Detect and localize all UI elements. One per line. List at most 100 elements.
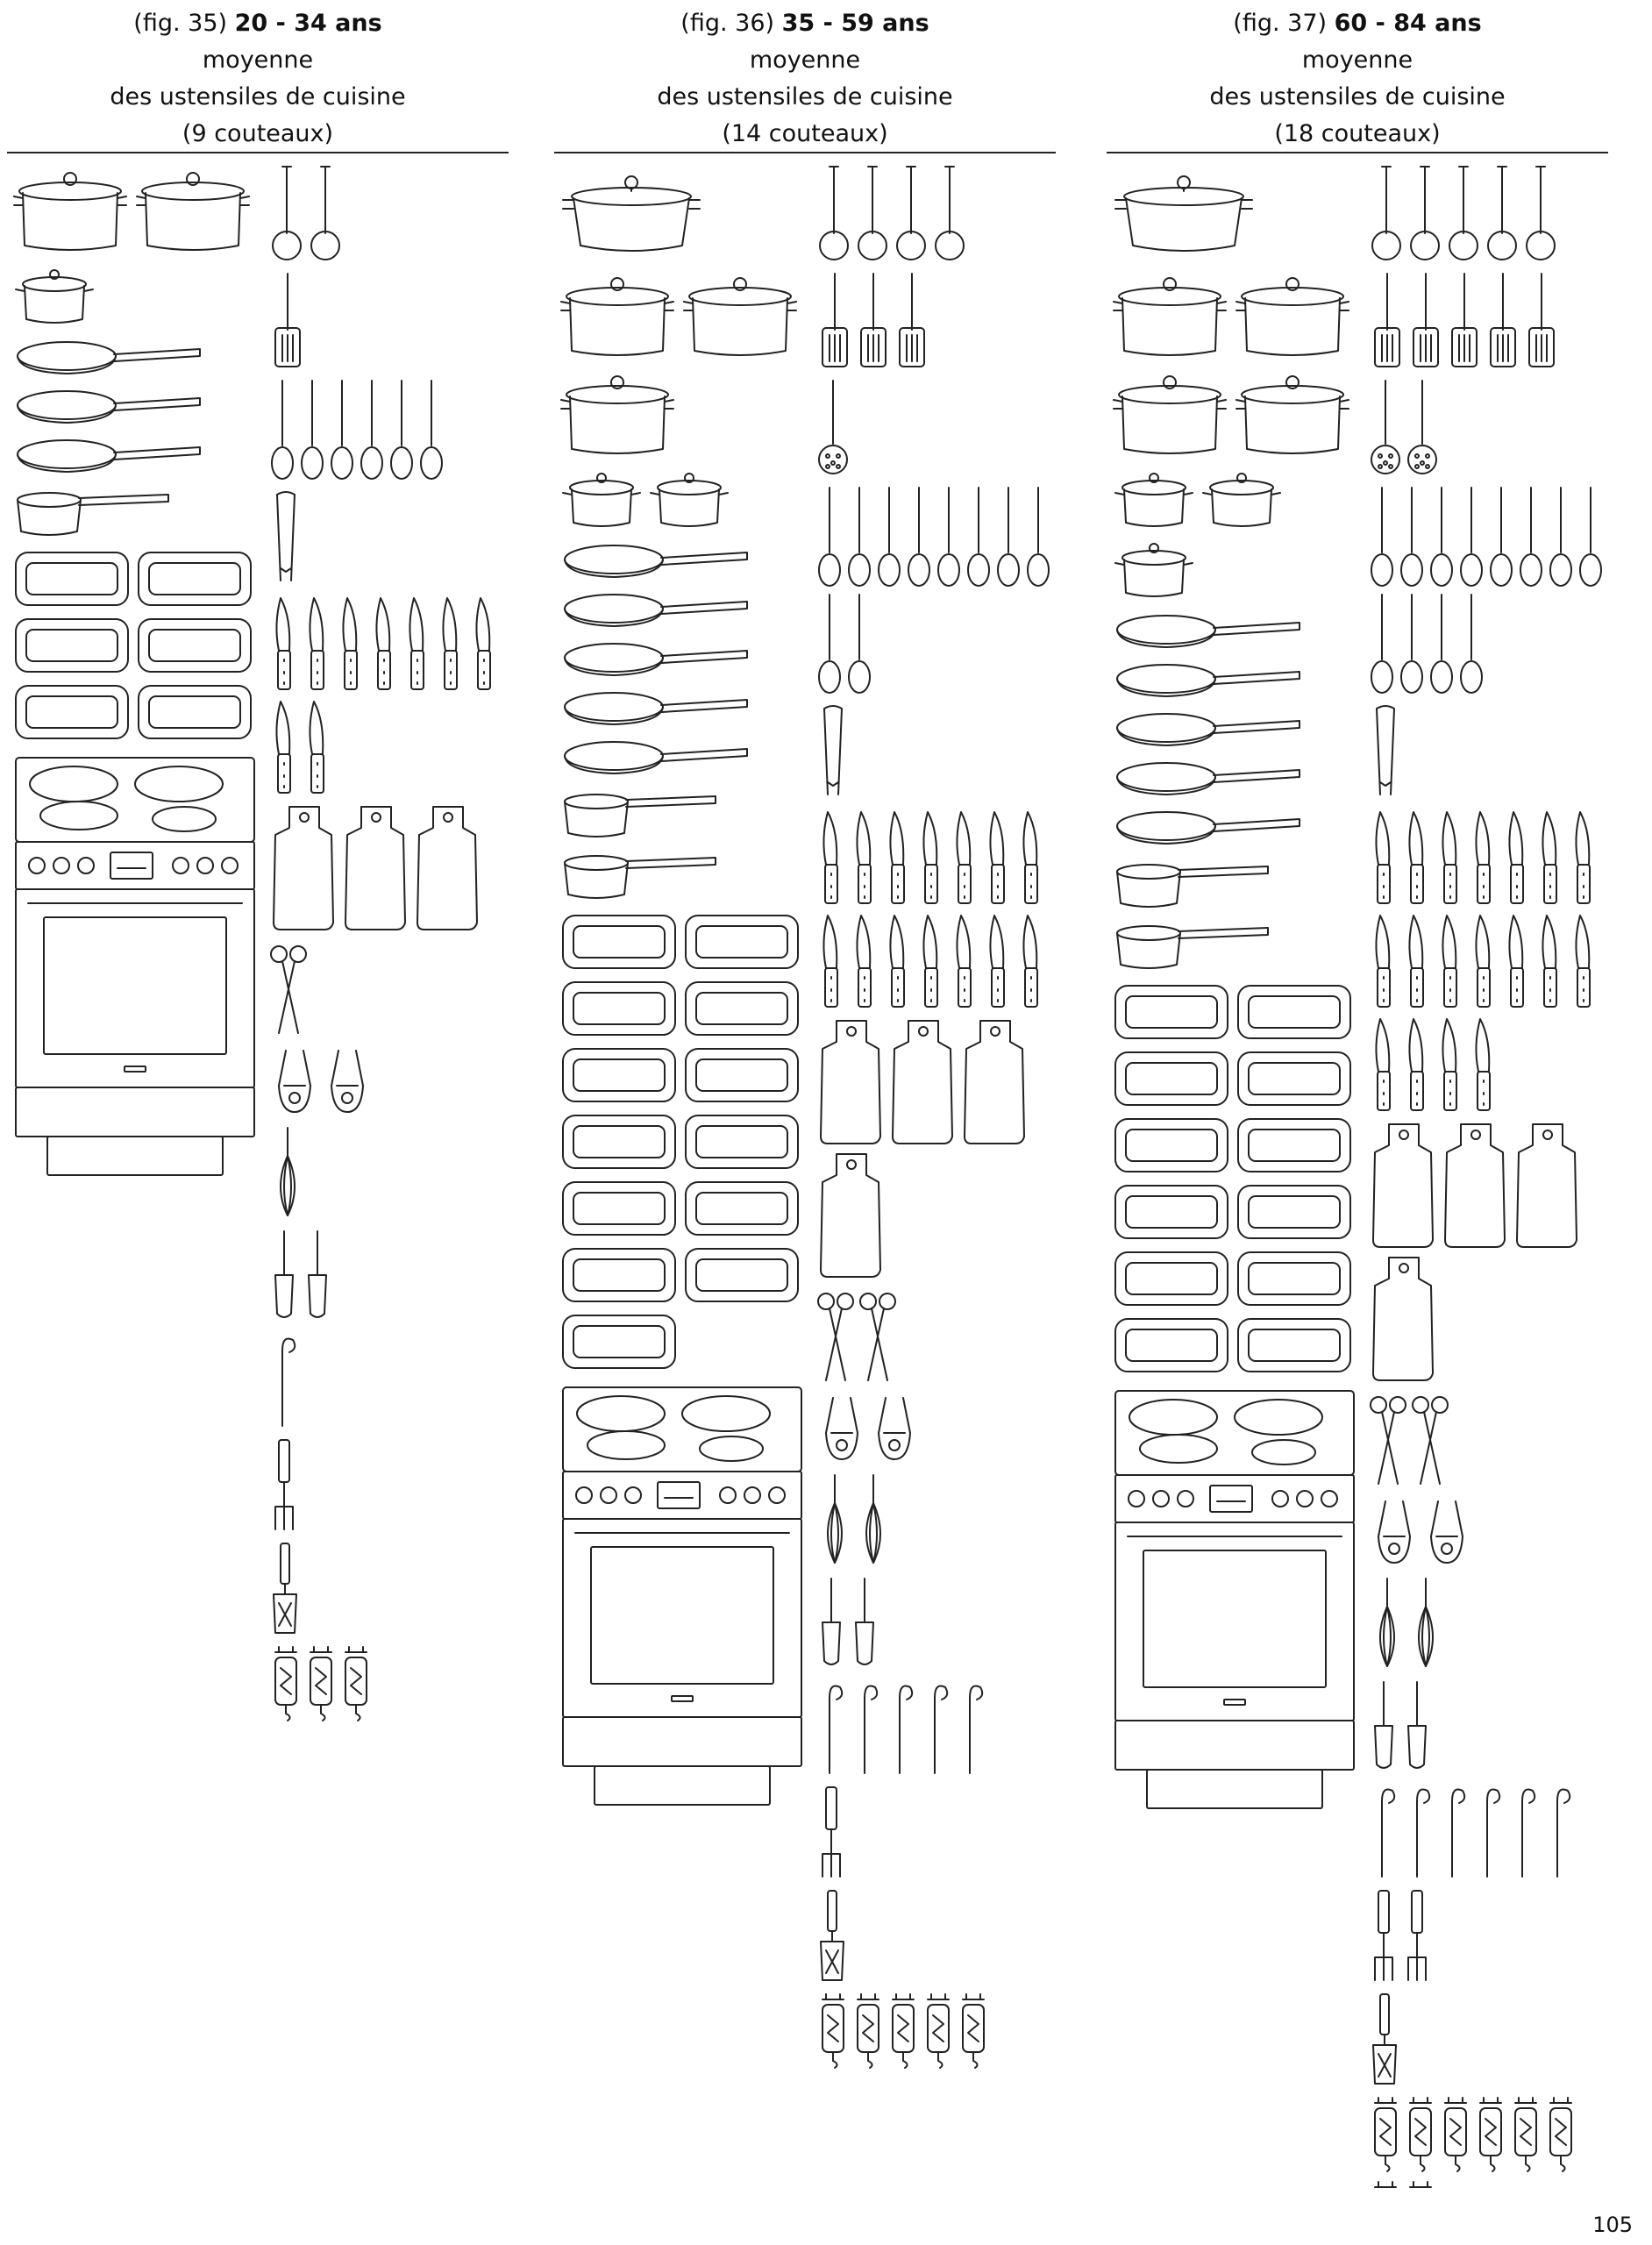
- spatula-icon: [1490, 273, 1516, 367]
- caption-line-2: moyenne: [1301, 46, 1413, 74]
- hook-icon: [899, 1685, 914, 1774]
- knife-icon: [1408, 1018, 1424, 1111]
- slotted-spoon-icon: [818, 380, 848, 474]
- knife-icon: [1542, 811, 1557, 904]
- small-pot-icon: [650, 473, 729, 527]
- spoon-icon: [848, 594, 871, 694]
- knife-icon: [275, 701, 291, 794]
- baking-dish-icon: [15, 618, 129, 673]
- scissors-icon: [859, 1293, 896, 1381]
- spatula-icon: [1374, 273, 1400, 367]
- knife-icon: [409, 597, 424, 690]
- opener-icon: [1409, 2181, 1432, 2188]
- masher-icon: [273, 1543, 297, 1634]
- large-pot-icon: [562, 175, 701, 252]
- spoon-icon: [360, 380, 383, 480]
- knife-icon: [1442, 811, 1457, 904]
- cutting-board-icon: [417, 806, 478, 930]
- spoon-icon: [1430, 594, 1453, 694]
- knife-icon: [889, 915, 905, 1008]
- knife-icon: [822, 915, 838, 1008]
- masher-icon: [1372, 1993, 1397, 2085]
- baking-dish-icon: [685, 1248, 799, 1302]
- knife-icon: [342, 597, 358, 690]
- caption-title-line: (fig. 35) 20 - 34 ans: [7, 5, 509, 42]
- pot-icon: [136, 172, 250, 251]
- ladle-icon: [1410, 166, 1440, 260]
- spoon-icon: [271, 380, 294, 480]
- knife-icon: [375, 597, 391, 690]
- baking-dish-icon: [685, 1115, 799, 1169]
- ladle-icon: [1487, 166, 1517, 260]
- peeler-icon: [825, 1397, 858, 1460]
- knife-icon: [889, 811, 905, 904]
- frying-pan-icon: [17, 341, 201, 374]
- fork-icon: [1374, 1890, 1393, 1981]
- baking-dish-icon: [1114, 1318, 1228, 1372]
- knife-icon: [1475, 915, 1491, 1008]
- knife-icon: [1575, 811, 1591, 904]
- knife-icon: [1375, 1018, 1391, 1111]
- opener-icon: [1409, 2097, 1432, 2172]
- saucepan-icon: [564, 855, 716, 899]
- caption-title-line: (fig. 36) 35 - 59 ans: [554, 5, 1056, 42]
- knife-icon: [1408, 915, 1424, 1008]
- opener-icon: [892, 1993, 915, 2069]
- baking-dish-icon: [138, 685, 252, 739]
- fig-label: (fig. 36): [680, 10, 775, 37]
- pot-icon: [683, 277, 797, 356]
- ladle-icon: [272, 166, 302, 260]
- caption-line-3: des ustensiles de cuisine: [1209, 83, 1506, 110]
- cutting-board-icon: [892, 1020, 953, 1144]
- opener-icon: [1479, 2097, 1502, 2172]
- spoon-icon: [301, 380, 324, 480]
- hook-icon: [1486, 1788, 1501, 1878]
- utensil-drawing: [1113, 166, 1602, 2188]
- ladle-icon: [310, 166, 340, 260]
- large-pot-icon: [1114, 175, 1253, 252]
- figure-36: (fig. 36) 35 - 59 ans moyenne des ustens…: [554, 0, 1056, 2210]
- spoon-icon: [848, 487, 871, 587]
- frying-pan-icon: [564, 741, 748, 774]
- spoon-icon: [331, 380, 353, 480]
- hook-icon: [1381, 1788, 1396, 1878]
- baking-dish-icon: [562, 915, 676, 969]
- ladle-icon: [896, 166, 926, 260]
- caption-line-4: (9 couteaux): [182, 120, 334, 147]
- frying-pan-icon: [1116, 811, 1300, 845]
- frying-pan-icon: [564, 692, 748, 725]
- frying-pan-icon: [17, 390, 201, 424]
- small-pot-icon: [1114, 543, 1193, 597]
- pot-icon: [1235, 375, 1349, 454]
- caption-line-4: (18 couteaux): [1274, 120, 1441, 147]
- small-pot-icon: [15, 269, 94, 324]
- knife-icon: [1542, 915, 1557, 1008]
- baking-dish-icon: [138, 552, 252, 606]
- slotted-spoon-icon: [1407, 380, 1437, 474]
- cutting-board-icon: [1444, 1123, 1506, 1248]
- cutting-board-icon: [964, 1020, 1025, 1144]
- utensil-illustration: [7, 156, 509, 2191]
- caption-rule: [554, 152, 1056, 153]
- opener-icon: [857, 1993, 879, 2069]
- spatula-icon: [822, 273, 848, 367]
- spoon-icon: [908, 487, 930, 587]
- opener-icon: [310, 1646, 332, 1721]
- cutting-board-icon: [820, 1020, 881, 1144]
- small-spatula-icon: [274, 1230, 294, 1318]
- spatula-icon: [899, 273, 925, 367]
- knife-icon: [989, 811, 1005, 904]
- baking-dish-icon: [562, 1181, 676, 1236]
- knife-icon: [1475, 1018, 1491, 1111]
- spatula-icon: [860, 273, 887, 367]
- knife-icon: [956, 811, 972, 904]
- baking-dish-icon: [15, 685, 129, 739]
- fig-label: (fig. 35): [133, 10, 228, 37]
- cutting-board-icon: [1372, 1123, 1434, 1248]
- cutting-board-icon: [273, 806, 334, 930]
- spoon-icon: [878, 487, 901, 587]
- baking-dish-icon: [1237, 1251, 1351, 1306]
- spatula-icon: [1451, 273, 1478, 367]
- utensil-drawing: [13, 166, 491, 1721]
- utensil-illustration: [554, 156, 1056, 2191]
